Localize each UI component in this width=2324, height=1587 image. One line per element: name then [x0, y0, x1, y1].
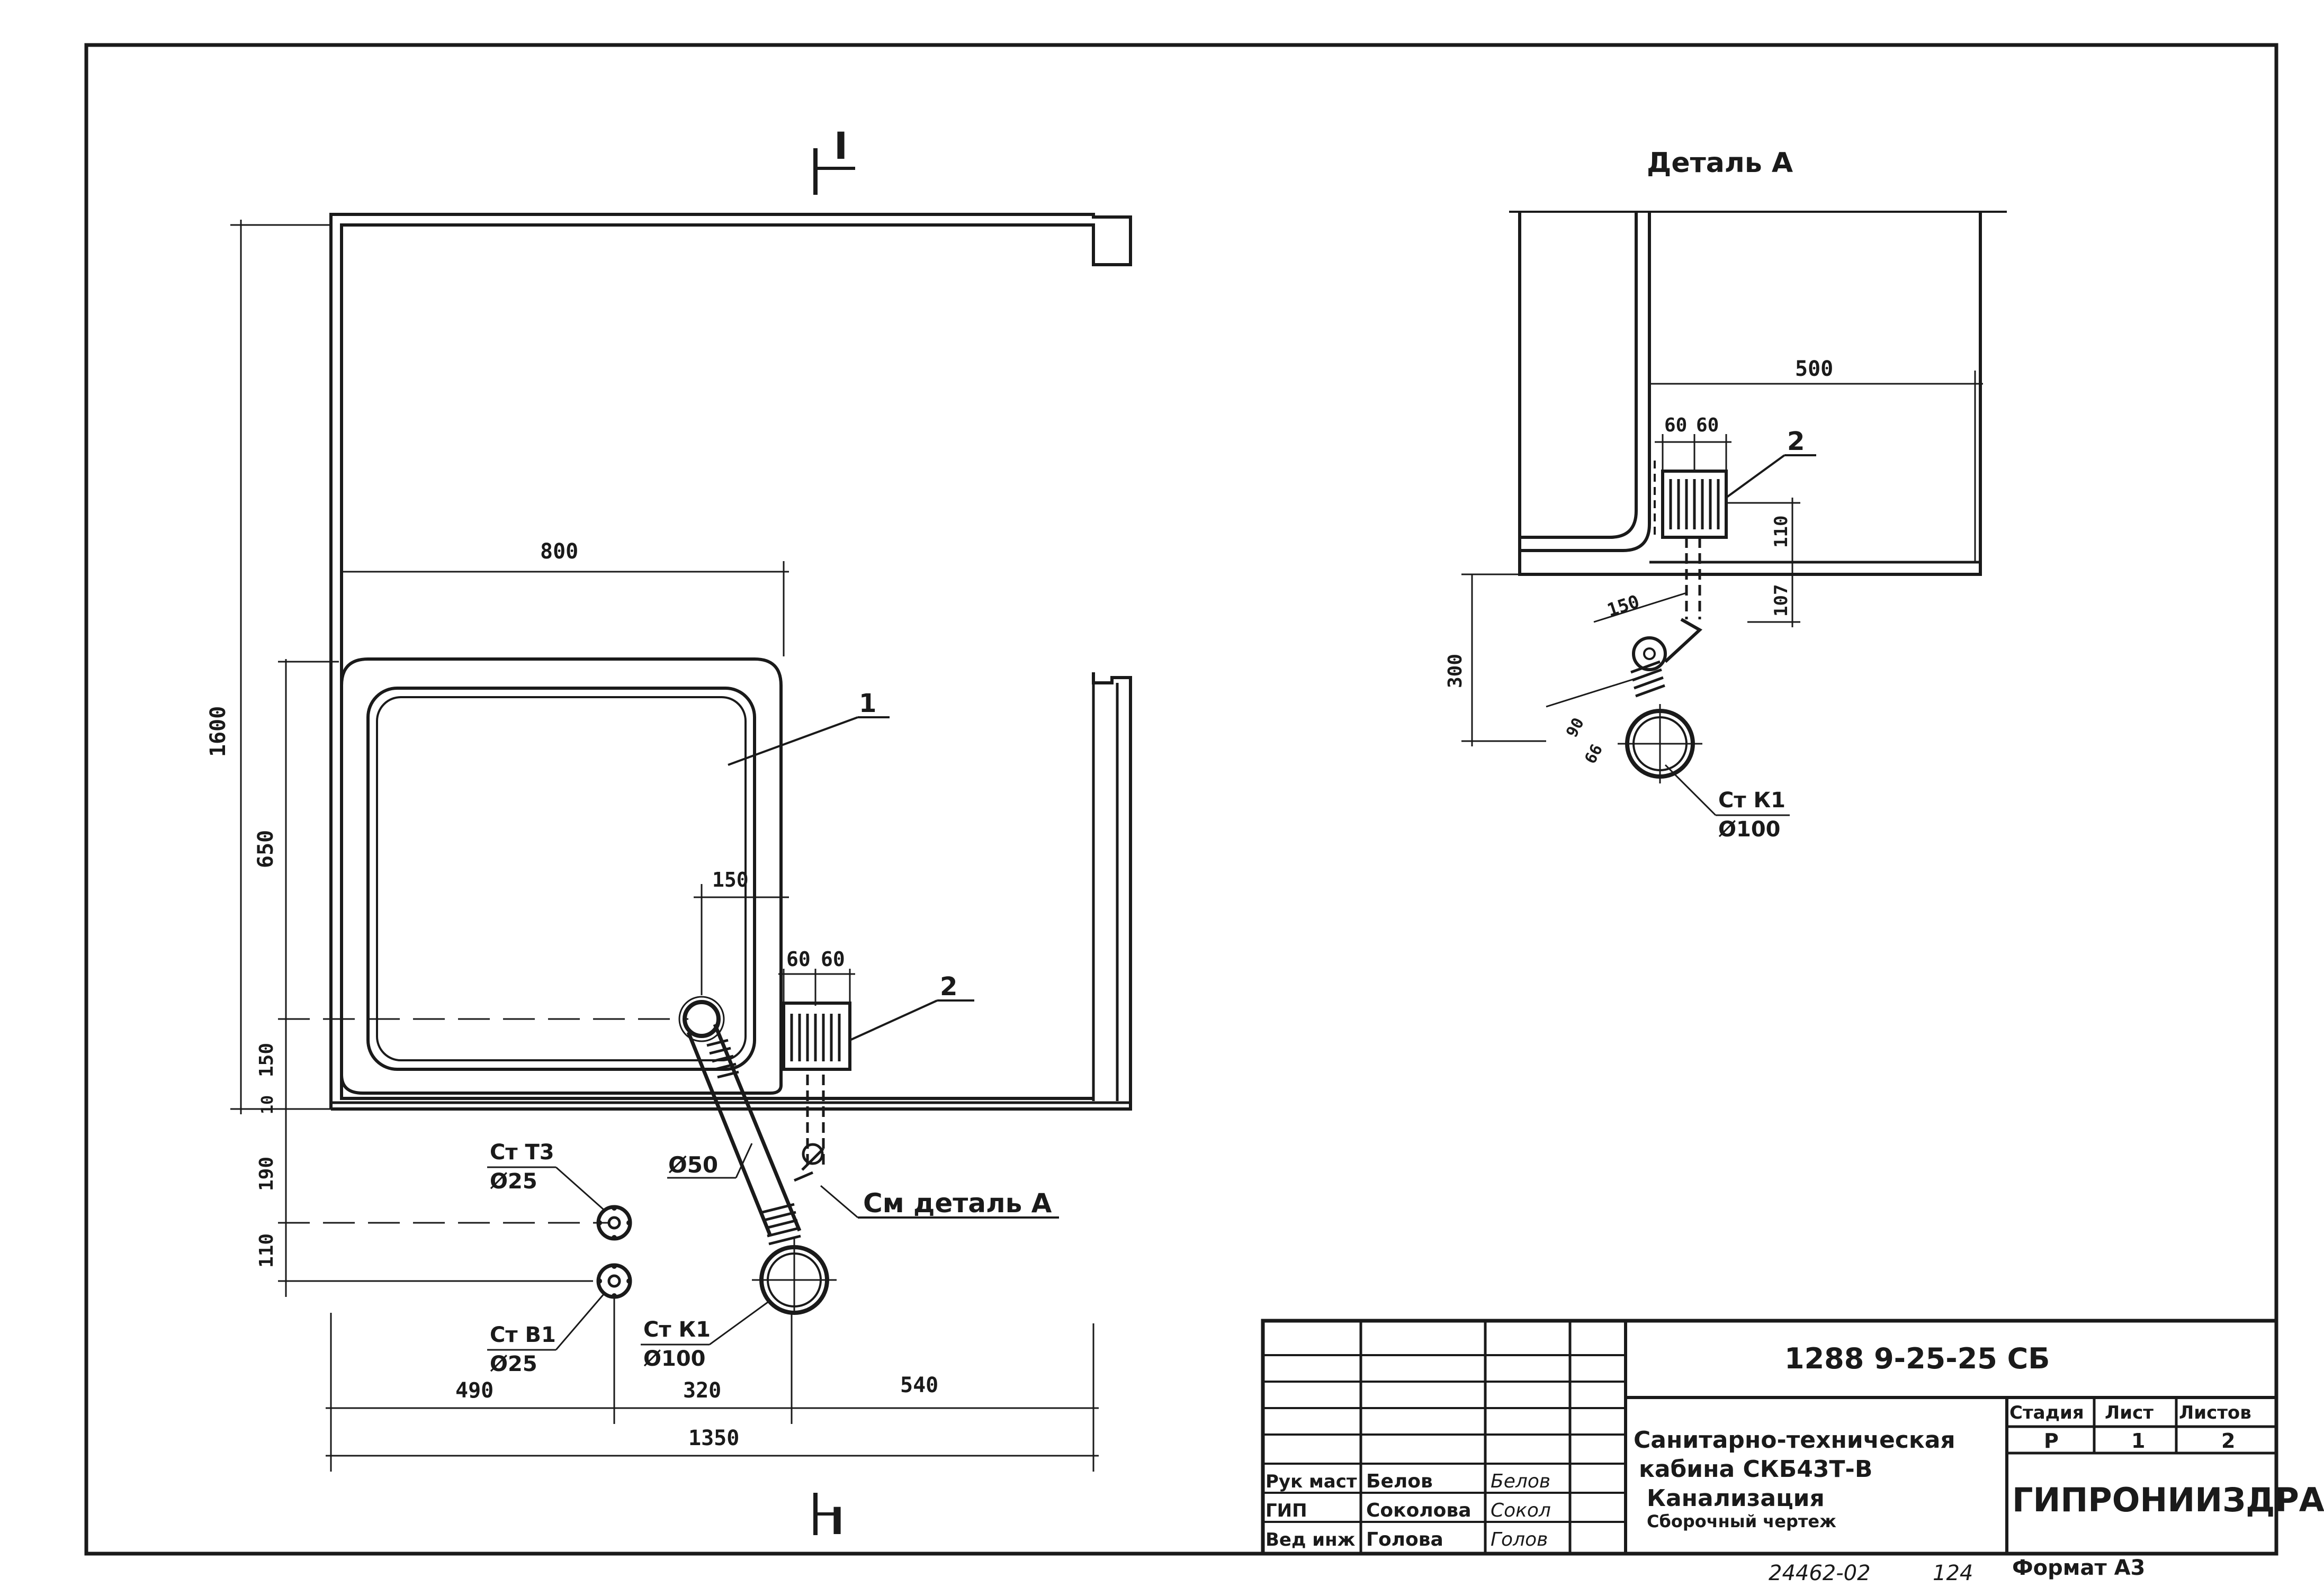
sheet-frame [84, 43, 2278, 1556]
sheet-header: Лист [2105, 1402, 2153, 1423]
riser-t3-diameter: Ø25 [490, 1169, 537, 1194]
detail-dim-angle: 150 [1604, 591, 1642, 621]
riser-b1-diameter: Ø25 [490, 1352, 537, 1376]
detail-riser-diameter: Ø100 [1718, 817, 1781, 842]
pipe-d50-label: Ø50 [668, 1152, 718, 1178]
signature-1: Белов [1491, 1471, 1550, 1492]
plan-view: I 1 [206, 124, 1132, 1543]
detail-item-2-label: 2 [1787, 427, 1805, 456]
plan-dim-span-2: 320 [683, 1378, 721, 1403]
sheets-value: 2 [2221, 1429, 2235, 1453]
detail-dim-90: 90 [1563, 715, 1588, 740]
detail-dim-width: 500 [1795, 357, 1833, 381]
role-3: Вед инж [1266, 1529, 1356, 1550]
plan-dim-total-height: 1600 [206, 706, 230, 757]
organization: ГИПРОНИИЗДРАВ [2012, 1481, 2324, 1519]
sheet-format: Формат А3 [2012, 1556, 2145, 1580]
detail-dim-h3: 300 [1444, 654, 1466, 688]
role-2-name: Соколова [1366, 1500, 1471, 1521]
signature-2: Сокол [1491, 1500, 1551, 1521]
role-1: Рук маст [1266, 1471, 1357, 1492]
stage-header: Стадия [2009, 1402, 2084, 1423]
section-mark-bottom: I [830, 1500, 844, 1543]
plan-dim-grate-b: 60 [821, 948, 845, 971]
detail-a: Деталь А 2 Ст К1 Ø100 500 [1444, 147, 2007, 842]
cabin-walls [329, 213, 1132, 1111]
detail-dim-a: 60 [1664, 414, 1687, 436]
plan-dim-grate-a: 60 [786, 948, 811, 971]
tray-drain [683, 1000, 721, 1038]
plan-dim-drain-y: 150 [256, 1043, 277, 1077]
plan-dim-span-3: 540 [900, 1373, 938, 1397]
item-2-label: 2 [940, 972, 957, 1002]
plan-dim-wall-gap: 10 [258, 1095, 277, 1114]
plan-dim-span-1: 490 [455, 1378, 493, 1403]
name-line-4: Сборочный чертеж [1647, 1511, 1836, 1531]
stage-value: Р [2044, 1429, 2059, 1453]
drain-pipe [678, 996, 837, 1315]
plan-dim-pipe-spacing-2: 110 [256, 1233, 277, 1268]
shower-tray [340, 657, 783, 1095]
detail-title: Деталь А [1647, 147, 1793, 179]
riser-b1 [596, 1263, 632, 1299]
signature-3: Голов [1491, 1529, 1548, 1550]
riser-t3-label: Ст Т3 [490, 1140, 554, 1165]
name-line-2: кабина СКБ43Т-В [1639, 1456, 1872, 1483]
riser-t3 [596, 1205, 632, 1241]
detail-dim-h1: 110 [1771, 516, 1792, 548]
role-1-name: Белов [1366, 1471, 1433, 1492]
role-2: ГИП [1266, 1500, 1307, 1521]
detail-riser-label: Ст К1 [1718, 788, 1785, 813]
floor-grate [780, 1002, 851, 1182]
plan-dim-tray-width: 800 [540, 539, 578, 564]
plan-dim-pipe-spacing-1: 190 [256, 1157, 277, 1191]
riser-k1-label: Ст К1 [643, 1318, 711, 1342]
plan-dim-drain-x: 150 [712, 868, 749, 891]
detail-dim-b: 60 [1696, 414, 1719, 436]
role-3-name: Голова [1366, 1529, 1443, 1550]
riser-k1-diameter: Ø100 [643, 1347, 706, 1371]
item-1-label: 1 [859, 689, 876, 718]
plan-horizontal-dims [326, 1297, 1099, 1472]
page-number: 124 [1933, 1561, 1973, 1585]
sheet-value: 1 [2131, 1429, 2145, 1453]
name-line-1: Санитарно-техническая [1634, 1427, 1955, 1454]
document-code: 1288 9-25-25 СБ [1784, 1342, 2050, 1375]
plan-vertical-dims [230, 220, 688, 1297]
plan-dim-total-width: 1350 [688, 1426, 739, 1450]
inventory-number: 24462-02 [1769, 1561, 1871, 1585]
title-block: Рук маст Белов ГИП Соколова Вед инж Голо… [1261, 1319, 2324, 1556]
detail-dim-66: 66 [1581, 741, 1607, 767]
section-mark-top: I [834, 124, 848, 168]
sheets-header: Листов [2179, 1402, 2251, 1423]
detail-reference: См деталь А [863, 1188, 1052, 1219]
riser-b1-label: Ст В1 [490, 1323, 556, 1347]
detail-dim-h2: 107 [1771, 584, 1792, 617]
plan-dim-tray-height: 650 [254, 830, 278, 868]
name-line-3: Канализация [1647, 1485, 1825, 1512]
